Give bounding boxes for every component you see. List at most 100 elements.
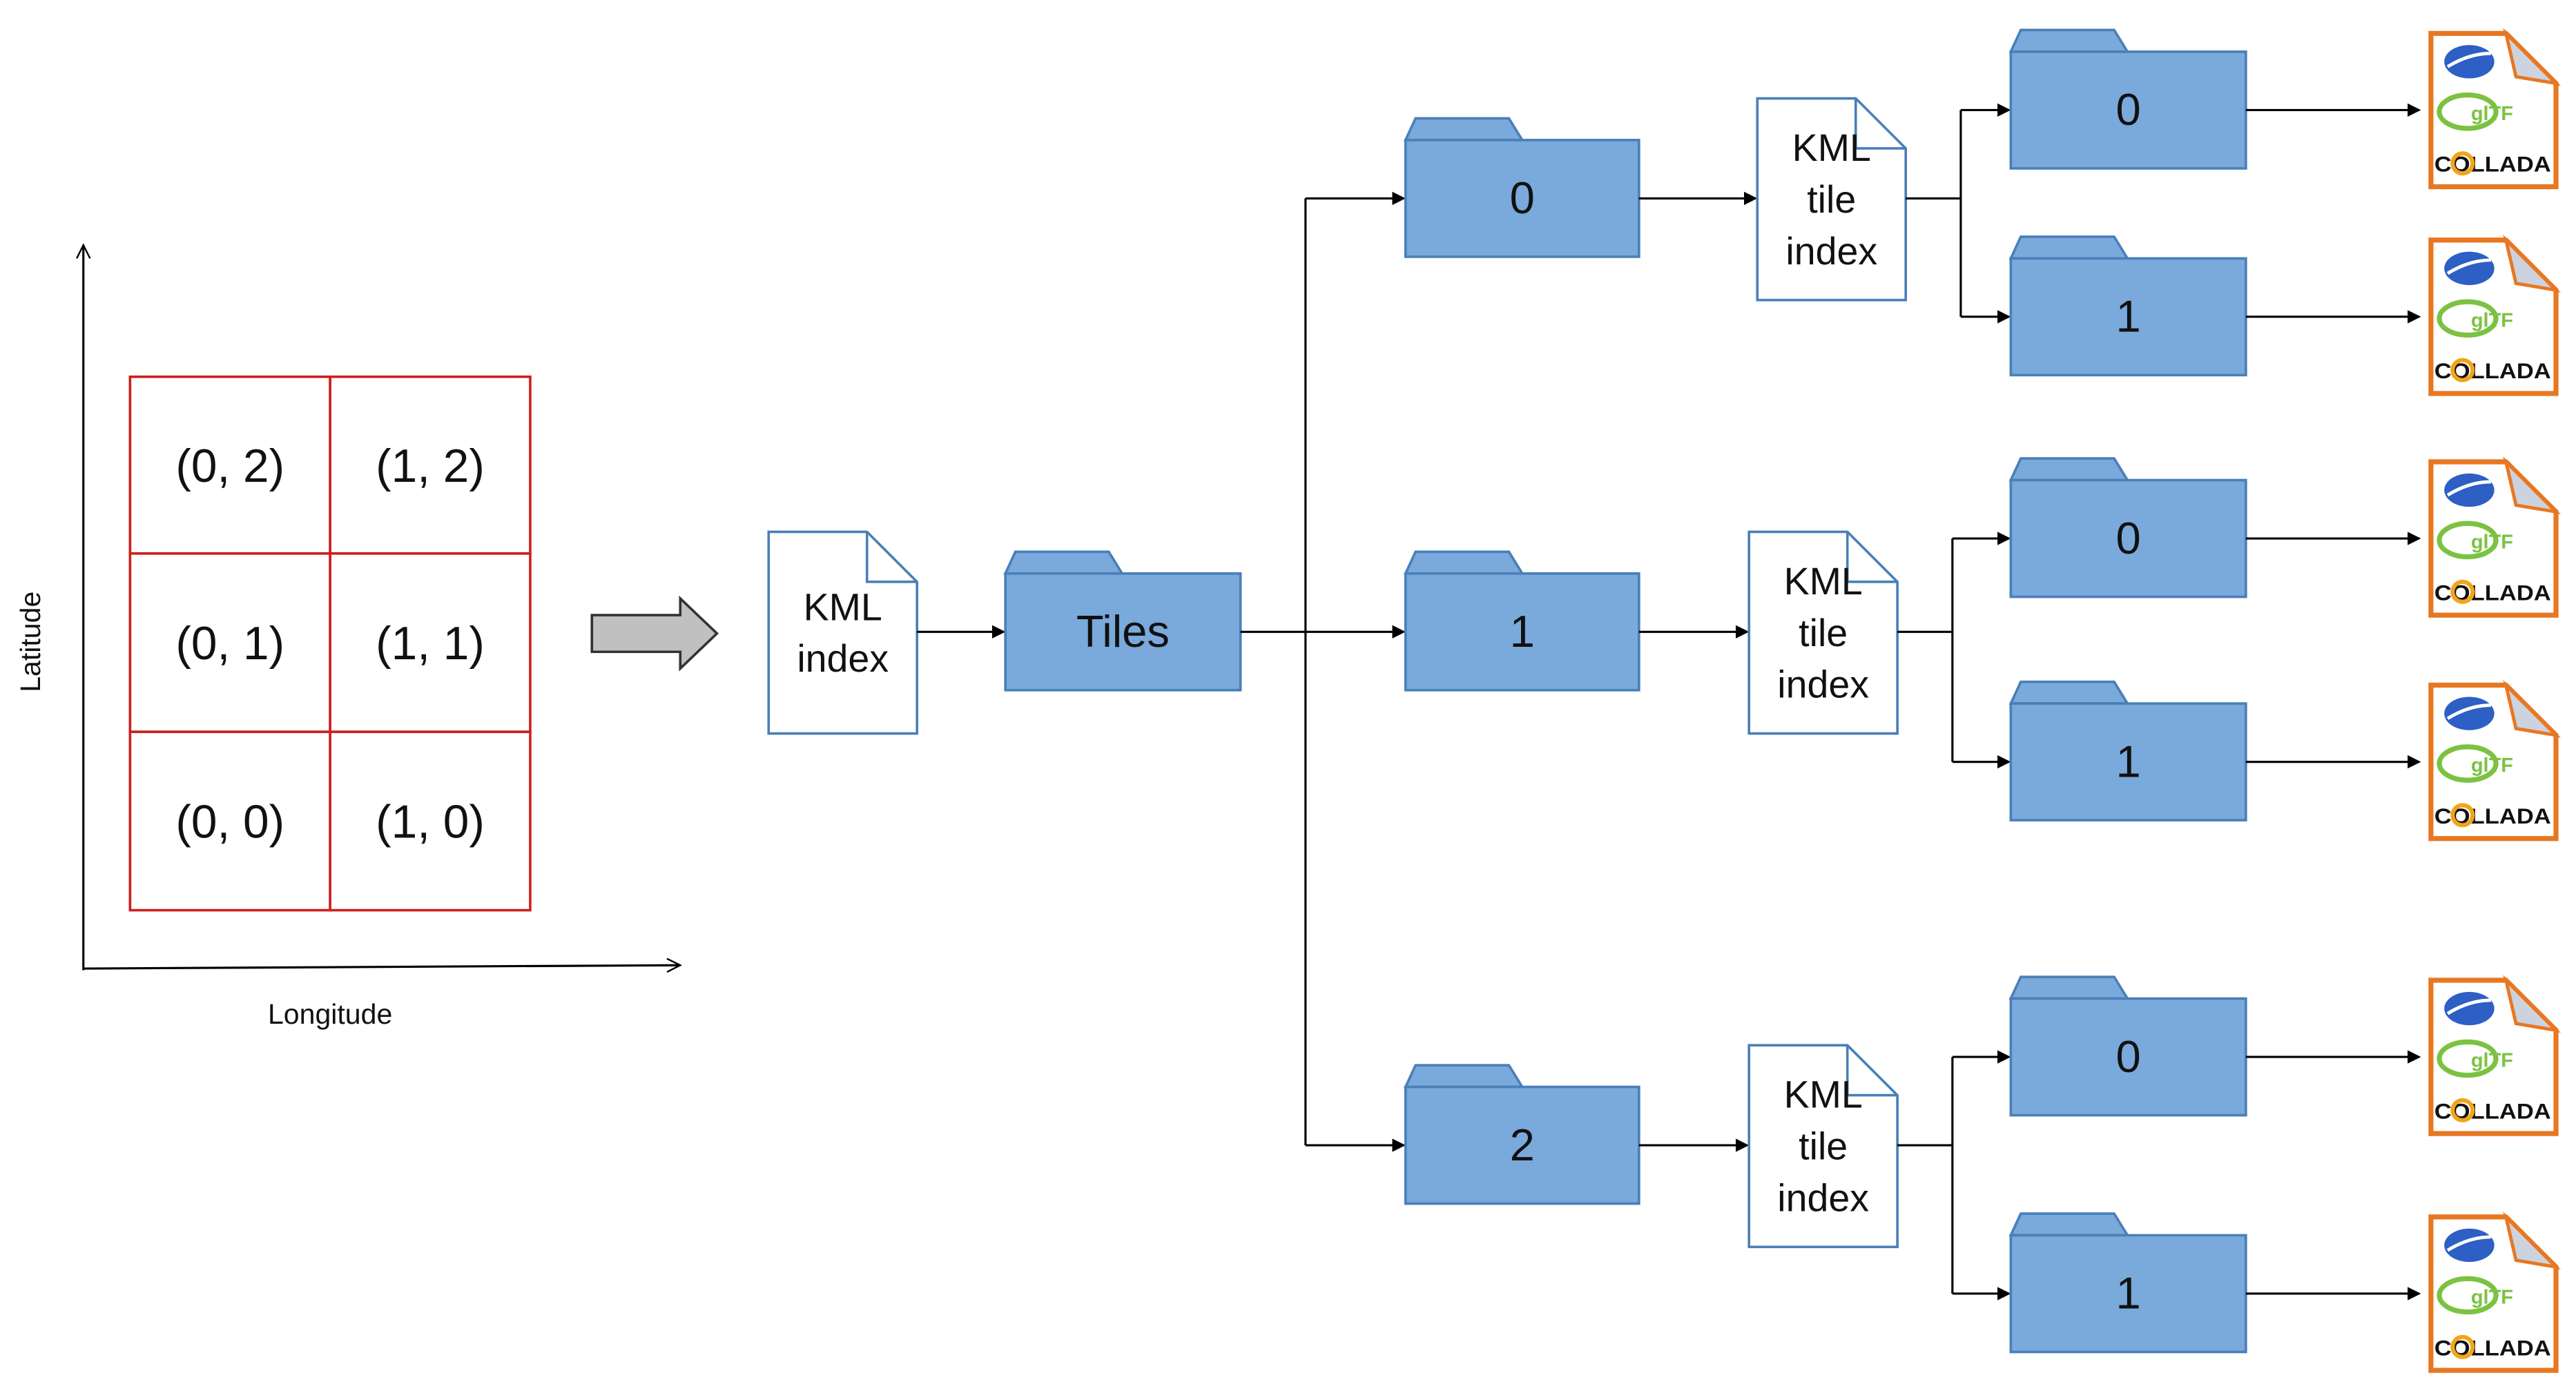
model-file-fold bbox=[2503, 28, 2562, 86]
document-label-line: KML bbox=[1784, 560, 1863, 603]
folder-body bbox=[1004, 572, 1242, 692]
longitude-axis bbox=[83, 965, 681, 969]
grid-cell-label: (1, 1) bbox=[376, 618, 485, 670]
level2-folder-1: 1 bbox=[2008, 235, 2247, 377]
gltf-logo-icon bbox=[2437, 520, 2499, 560]
document-label-line: tile bbox=[1799, 612, 1848, 654]
grid-cell-label: (1, 0) bbox=[376, 797, 485, 848]
folder-label: 1 bbox=[2115, 291, 2140, 342]
google-earth-globe-icon bbox=[2444, 1228, 2495, 1263]
kml-index-document: KML index bbox=[767, 530, 918, 735]
level2-folder-0: 0 bbox=[2008, 975, 2247, 1117]
document-label-line: tile bbox=[1807, 178, 1856, 221]
collada-o-ring bbox=[2450, 1098, 2475, 1122]
globe-swoosh bbox=[2446, 480, 2491, 497]
grid-cell bbox=[329, 730, 532, 912]
folder-tab bbox=[2008, 680, 2130, 705]
document-fold bbox=[865, 532, 918, 583]
gltf-logo-text: glTF bbox=[2471, 103, 2513, 125]
folder-tab bbox=[1403, 550, 1525, 575]
tiles-folder: Tiles bbox=[1003, 550, 1242, 692]
folder-label: 0 bbox=[2115, 513, 2140, 563]
google-earth-globe-icon bbox=[2444, 697, 2495, 730]
globe-swoosh bbox=[2446, 998, 2491, 1015]
gltf-logo-text: glTF bbox=[2471, 755, 2513, 777]
gltf-logo-text: glTF bbox=[2471, 1286, 2513, 1308]
folder-body bbox=[1404, 1085, 1640, 1205]
model-file-fold bbox=[2503, 1211, 2562, 1269]
document-fold bbox=[1854, 98, 1906, 150]
document-label-line: index bbox=[1785, 230, 1877, 273]
folder-tab bbox=[2008, 457, 2130, 482]
grid-cell-label: (0, 2) bbox=[175, 440, 284, 492]
document-label-line: index bbox=[1777, 1176, 1869, 1219]
gltf-logo-icon bbox=[2437, 1039, 2499, 1078]
google-earth-globe-icon bbox=[2444, 251, 2495, 285]
gltf-logo-icon bbox=[2437, 93, 2499, 131]
folder-tab bbox=[1403, 1064, 1525, 1089]
gltf-logo-text: glTF bbox=[2471, 532, 2513, 554]
collada-o-ring bbox=[2450, 151, 2475, 176]
google-earth-globe-icon bbox=[2444, 473, 2495, 507]
grid-cell-label: (0, 0) bbox=[175, 797, 284, 848]
folder-body bbox=[2009, 478, 2247, 598]
collada-o-ring bbox=[2450, 579, 2475, 604]
gltf-logo-text: glTF bbox=[2471, 309, 2513, 331]
folder-tab bbox=[2008, 1212, 2130, 1237]
gltf-logo-text: glTF bbox=[2471, 1050, 2513, 1072]
collada-o-ring bbox=[2450, 358, 2475, 382]
kml-tile-index-document: KML tile index bbox=[1747, 1044, 1899, 1249]
grid-cell bbox=[329, 375, 532, 555]
folder-tab bbox=[1403, 117, 1525, 142]
folder-tab bbox=[1003, 550, 1125, 575]
document-label-line: tile bbox=[1799, 1125, 1848, 1168]
folder-body bbox=[2009, 257, 2247, 377]
collada-o-ring bbox=[2450, 803, 2475, 828]
grid-cell bbox=[329, 552, 532, 733]
document-label-line: KML bbox=[804, 585, 882, 628]
kml-tile-index-document: KML tile index bbox=[1747, 530, 1899, 735]
latitude-axis-label: Latitude bbox=[14, 592, 46, 692]
transform-arrow-icon bbox=[590, 595, 719, 672]
kml-tile-index-document: KML tile index bbox=[1756, 97, 1908, 302]
folder-tab bbox=[2008, 975, 2130, 1000]
folder-label: 2 bbox=[1510, 1120, 1535, 1170]
level2-folder-0: 0 bbox=[2008, 457, 2247, 598]
grid-cell-label: (1, 2) bbox=[376, 440, 485, 492]
document-label-line: index bbox=[797, 637, 889, 680]
google-earth-globe-icon bbox=[2444, 45, 2495, 79]
gltf-logo-icon bbox=[2437, 299, 2499, 338]
level1-folder-0: 0 bbox=[1403, 117, 1640, 258]
google-earth-globe-icon bbox=[2444, 991, 2495, 1026]
globe-swoosh bbox=[2446, 1235, 2491, 1252]
document-label-line: KML bbox=[1792, 126, 1871, 169]
level2-folder-1: 1 bbox=[2008, 680, 2247, 821]
folder-body bbox=[2009, 50, 2247, 170]
folder-label: 1 bbox=[1510, 606, 1535, 656]
model-file-fold bbox=[2503, 975, 2562, 1033]
folder-label: 1 bbox=[2115, 1268, 2140, 1318]
grid-cell-label: (0, 1) bbox=[175, 618, 284, 670]
level1-folder-2: 2 bbox=[1403, 1064, 1640, 1205]
level2-folder-1: 1 bbox=[2008, 1212, 2247, 1354]
folder-label: 0 bbox=[2115, 84, 2140, 135]
document-outline bbox=[767, 530, 918, 735]
document-label-line: KML bbox=[1784, 1073, 1863, 1116]
gltf-logo-icon bbox=[2437, 1276, 2499, 1315]
folder-body bbox=[1404, 139, 1640, 258]
globe-swoosh bbox=[2446, 703, 2491, 720]
folder-body bbox=[2009, 702, 2247, 821]
globe-swoosh bbox=[2446, 51, 2491, 68]
document-label-line: index bbox=[1777, 663, 1869, 706]
folder-label: 0 bbox=[2115, 1031, 2140, 1082]
folder-label: 1 bbox=[2115, 736, 2140, 786]
document-fold bbox=[1846, 1045, 1898, 1097]
folder-label: Tiles bbox=[1076, 606, 1170, 656]
folder-tab bbox=[2008, 28, 2130, 53]
